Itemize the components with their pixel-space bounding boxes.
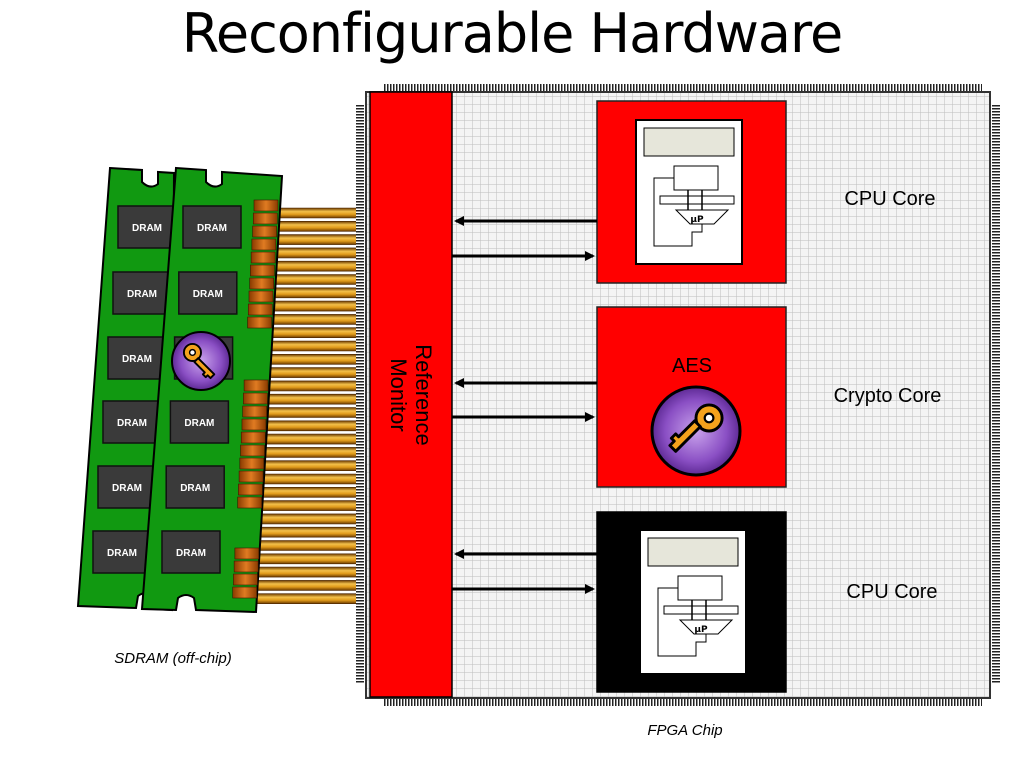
contact-pad xyxy=(247,303,273,316)
bus-trace xyxy=(244,580,363,591)
contact-pad xyxy=(242,405,267,418)
bus-trace xyxy=(250,447,363,458)
bus-trace xyxy=(249,473,363,485)
contact-pad xyxy=(251,238,277,251)
dram-chip xyxy=(169,400,230,444)
bus-trace xyxy=(246,540,363,551)
crypto-core-label: Crypto Core xyxy=(833,385,942,407)
dram-chip xyxy=(182,205,242,249)
core-arrows xyxy=(452,216,597,594)
contact-pad xyxy=(237,496,262,509)
dram-chip xyxy=(117,205,177,249)
contact-pad xyxy=(252,212,278,225)
dram-chip-label: DRAM xyxy=(127,289,157,300)
contact-pad xyxy=(233,560,259,573)
contact-pad xyxy=(241,418,267,431)
reference-monitor xyxy=(369,91,453,698)
dram-chip-label: DRAM xyxy=(112,483,142,494)
bus-trace xyxy=(243,593,363,605)
contact-pad xyxy=(240,444,265,457)
bus-trace xyxy=(245,553,363,565)
processor-icon: μP xyxy=(635,119,743,265)
aes-label: AES xyxy=(671,355,713,377)
contact-pad xyxy=(250,264,275,277)
dram-chip xyxy=(107,336,167,380)
bus-trace xyxy=(249,460,363,472)
contact-pad xyxy=(232,586,258,599)
processor-icon: μP xyxy=(639,529,747,675)
bus-trace xyxy=(251,433,363,445)
contact-pad xyxy=(233,573,258,586)
contact-pad xyxy=(243,379,269,392)
fpga-pins-bottom xyxy=(384,698,982,706)
dram-chip-label: DRAM xyxy=(132,223,162,234)
dram-chip xyxy=(178,271,238,315)
dram-chip xyxy=(112,271,172,315)
reference-monitor-label-wrap: Reference Monitor xyxy=(370,92,452,697)
contact-pad xyxy=(252,225,277,238)
dram-chip-label: DRAM xyxy=(122,354,152,365)
fpga-caption: FPGA Chip xyxy=(647,722,723,739)
dram-chip-label: DRAM xyxy=(117,418,147,429)
sdram-module-back: DRAM DRAM DRAM DRAM DRAM DRAM xyxy=(76,166,177,612)
dram-chip-label: DRAM xyxy=(197,223,227,234)
reference-monitor-label: Reference Monitor xyxy=(386,343,437,446)
dram-chip-label: DRAM xyxy=(193,289,223,300)
sdram-caption: SDRAM (off-chip) xyxy=(114,650,232,667)
slide-title: Reconfigurable Hardware xyxy=(181,2,843,65)
contact-pad xyxy=(238,470,264,483)
bus-trace xyxy=(251,420,363,432)
dram-chip-label: DRAM xyxy=(176,548,206,559)
processor-label: μP xyxy=(694,625,708,635)
cpu-core-2: μP xyxy=(596,511,787,693)
bus-trace xyxy=(247,513,363,525)
bus-trace xyxy=(244,566,363,578)
fpga-pins-top xyxy=(384,84,982,92)
contact-pad xyxy=(243,392,268,405)
cpu-core-2-label: CPU Core xyxy=(846,581,938,603)
contact-pad xyxy=(238,483,263,496)
dram-chip-label: DRAM xyxy=(180,483,210,494)
contact-pad xyxy=(249,277,275,290)
contact-pad xyxy=(253,199,279,212)
contact-pad xyxy=(248,290,274,303)
bus-trace xyxy=(248,486,363,498)
bus-trace xyxy=(246,526,363,538)
contact-pad xyxy=(250,251,276,264)
key-badge xyxy=(650,385,742,477)
cpu-core-1: μP xyxy=(596,100,787,284)
dram-chip-label: DRAM xyxy=(107,548,137,559)
bus-trace xyxy=(248,500,363,511)
contact-pad xyxy=(239,457,265,470)
contact-pad xyxy=(247,316,272,329)
fpga-pins-right xyxy=(992,104,1000,684)
fpga-pins-left xyxy=(356,104,364,684)
processor-label: μP xyxy=(690,215,704,225)
crypto-core xyxy=(596,306,787,488)
contact-pad xyxy=(234,547,260,560)
sdram-key-badge xyxy=(171,331,231,391)
dram-chip xyxy=(97,465,157,509)
contact-pad xyxy=(240,431,266,444)
dram-chip xyxy=(165,465,225,509)
dram-chip xyxy=(161,530,221,574)
memory-bus-traces xyxy=(243,207,363,605)
cpu-core-1-label: CPU Core xyxy=(844,188,936,210)
dram-chip-label: DRAM xyxy=(184,418,214,429)
